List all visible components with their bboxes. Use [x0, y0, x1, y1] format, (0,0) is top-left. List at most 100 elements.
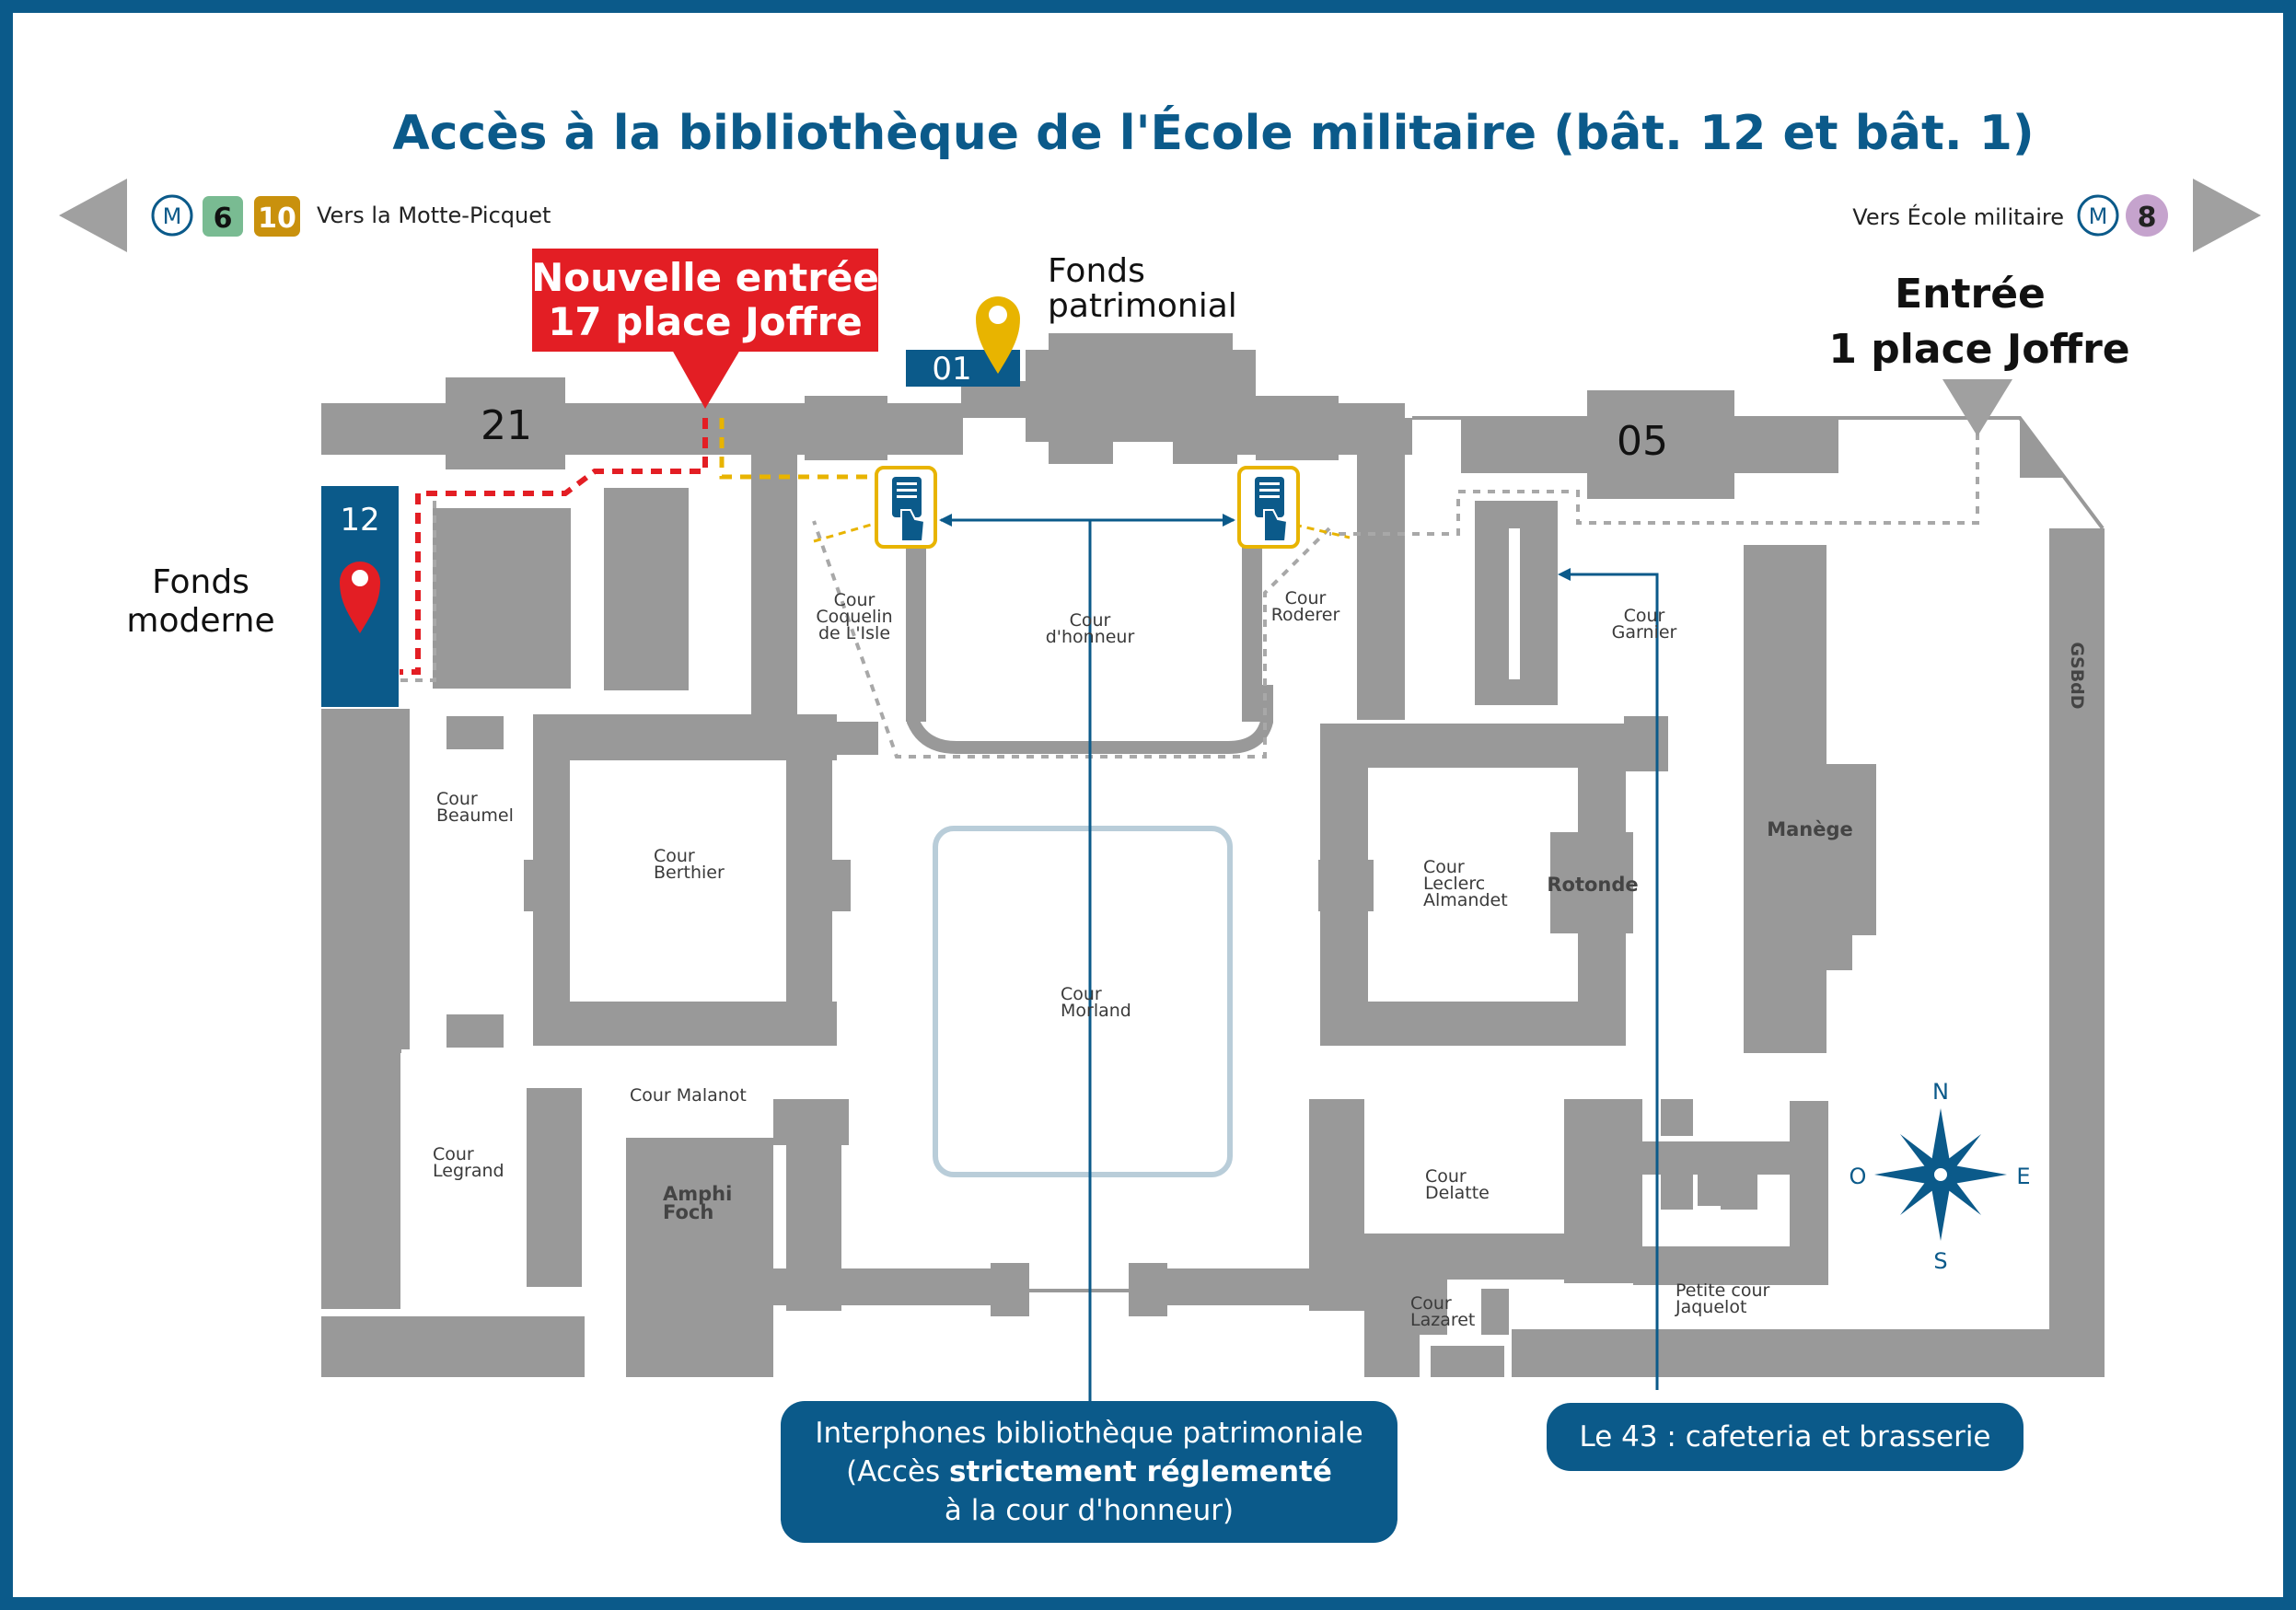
svg-text:Cour: Cour [1285, 588, 1327, 608]
building-small [446, 1014, 504, 1048]
metro-left-direction: Vers la Motte-Picquet [317, 203, 551, 228]
walking-path-grey [812, 520, 1331, 759]
svg-text:Cour: Cour [436, 789, 478, 809]
building-wing [751, 403, 797, 720]
svg-text:Beaumel: Beaumel [436, 805, 514, 826]
building-wing [1256, 396, 1339, 460]
svg-text:Cour: Cour [1410, 1293, 1452, 1314]
metro-line-10-badge [254, 196, 300, 237]
new-entrance-line1: Nouvelle entrée [531, 255, 879, 300]
metro-line-6-number: 6 [214, 203, 233, 235]
courtyard-morland-label: Cour Morland [1061, 984, 1131, 1021]
cour-morland-outline [933, 826, 1233, 1177]
courtyard-lazaret-label: Cour Lazaret [1410, 1293, 1475, 1330]
courtyard-berthier-label: Cour Berthier [654, 846, 725, 883]
building-05-label: 05 [1617, 418, 1668, 465]
building-block [1661, 1099, 1693, 1136]
courtyard-legrand-label: Cour Legrand [433, 1144, 504, 1181]
building-amphi-foch [626, 1138, 773, 1377]
fonds-patrimonial-line2: patrimonial [1048, 287, 1237, 325]
building-wing [991, 1263, 1029, 1316]
campus-map: Accès à la bibliothèque de l'École milit… [59, 105, 2261, 1401]
metro-logo-letter: M [163, 203, 182, 229]
building-01-label: 01 [932, 351, 971, 388]
metro-right-group: Vers École militaire M 8 [1852, 194, 2168, 237]
courtyard-jaquelot-label: Petite cour Jaquelot [1675, 1280, 1769, 1317]
building-wing [805, 396, 887, 460]
building-wing [1242, 538, 1262, 722]
walking-path-yellow [1293, 523, 1351, 539]
courtyard-coquelin-label: Cour Coquelin de L'Isle [816, 590, 892, 643]
cafeteria-callout-line [1561, 573, 1659, 1390]
svg-text:Coquelin: Coquelin [816, 607, 892, 627]
metro-line-8-number: 8 [2138, 202, 2157, 234]
svg-text:Legrand: Legrand [433, 1161, 504, 1181]
gsbdd-label: GSBdD [2067, 642, 2087, 709]
interphones-line2: (Accès strictement réglementé [846, 1455, 1332, 1488]
building-berthier [823, 860, 851, 911]
svg-text:Cour: Cour [1061, 984, 1102, 1004]
building-leclerc [1320, 724, 1624, 768]
svg-text:Cour: Cour [433, 1144, 474, 1164]
metro-logo-icon [151, 194, 193, 237]
svg-text:Lazaret: Lazaret [1410, 1310, 1475, 1330]
svg-text:Petite cour: Petite cour [1676, 1280, 1769, 1301]
compass-east: E [2016, 1164, 2030, 1189]
svg-text:Cour: Cour [1070, 610, 1111, 631]
building-wing [906, 538, 926, 722]
arrowhead-icon [1558, 568, 1571, 581]
building-berthier [524, 860, 570, 911]
svg-text:Cour: Cour [834, 590, 875, 610]
building-wing [1364, 1280, 1447, 1335]
page-title: Accès à la bibliothèque de l'École milit… [392, 105, 2034, 161]
metro-left-group: M 6 10 Vers la Motte-Picquet [151, 194, 551, 237]
building-rotonde [1550, 832, 1633, 933]
building-manege [1817, 915, 1852, 970]
metro-logo-icon [2077, 194, 2119, 237]
corner-building [2020, 418, 2066, 478]
interphone-left-icon [875, 466, 937, 549]
building-block [1661, 1154, 1693, 1210]
fonds-moderne-line1: Fonds [152, 563, 249, 601]
building-wing [1431, 1346, 1504, 1377]
main-entrance-line1: Entrée [1895, 271, 2046, 318]
building-01 [1049, 436, 1113, 464]
compass-west: O [1850, 1164, 1867, 1189]
building-block [773, 1099, 849, 1145]
courtyard-delatte-label: Cour Delatte [1425, 1166, 1490, 1203]
cafeteria-info-box: Le 43 : cafeteria et brasserie [1547, 1403, 2023, 1471]
courtyard-garnier-label: Cour Garnier [1612, 606, 1677, 643]
amphi-foch-line2: Foch [663, 1201, 713, 1223]
rotonde-label: Rotonde [1547, 874, 1638, 896]
metro-line-10-number: 10 [258, 203, 296, 235]
courtyard-leclerc-label: Cour Leclerc Almandet [1423, 857, 1508, 910]
fonds-moderne-line2: moderne [126, 602, 274, 640]
building-05-pavilion [1587, 390, 1734, 499]
metro-logo-letter: M [2089, 203, 2108, 229]
building-wing [321, 1316, 585, 1377]
metro-right-direction: Vers École militaire [1852, 203, 2064, 230]
interphones-line1: Interphones bibliothèque patrimoniale [815, 1417, 1363, 1450]
compass-south: S [1933, 1248, 1947, 1274]
metro-line-6-badge [203, 196, 243, 237]
building-gsbdd [2049, 528, 2105, 1377]
cour-honneur-arc [907, 685, 1273, 754]
walking-path-red [400, 418, 708, 675]
building-gsbdd [2023, 1329, 2105, 1377]
svg-text:Morland: Morland [1061, 1001, 1131, 1021]
new-entrance-line2: 17 place Joffre [548, 299, 863, 344]
right-direction-arrow-icon [2193, 179, 2261, 252]
building-wing [1394, 418, 1412, 455]
building-manege [1744, 545, 1826, 1053]
building-block [433, 508, 571, 689]
svg-text:Berthier: Berthier [654, 863, 725, 883]
compass-north: N [1932, 1079, 1949, 1105]
svg-text:Garnier: Garnier [1612, 622, 1677, 643]
courtyard-malanot-label: Cour Malanot [630, 1085, 747, 1106]
walking-path-yellow [719, 418, 902, 480]
building-leclerc [1624, 716, 1668, 771]
building-block [604, 488, 689, 690]
svg-text:de L'Isle: de L'Isle [818, 623, 890, 643]
building-block [1721, 1164, 1757, 1210]
